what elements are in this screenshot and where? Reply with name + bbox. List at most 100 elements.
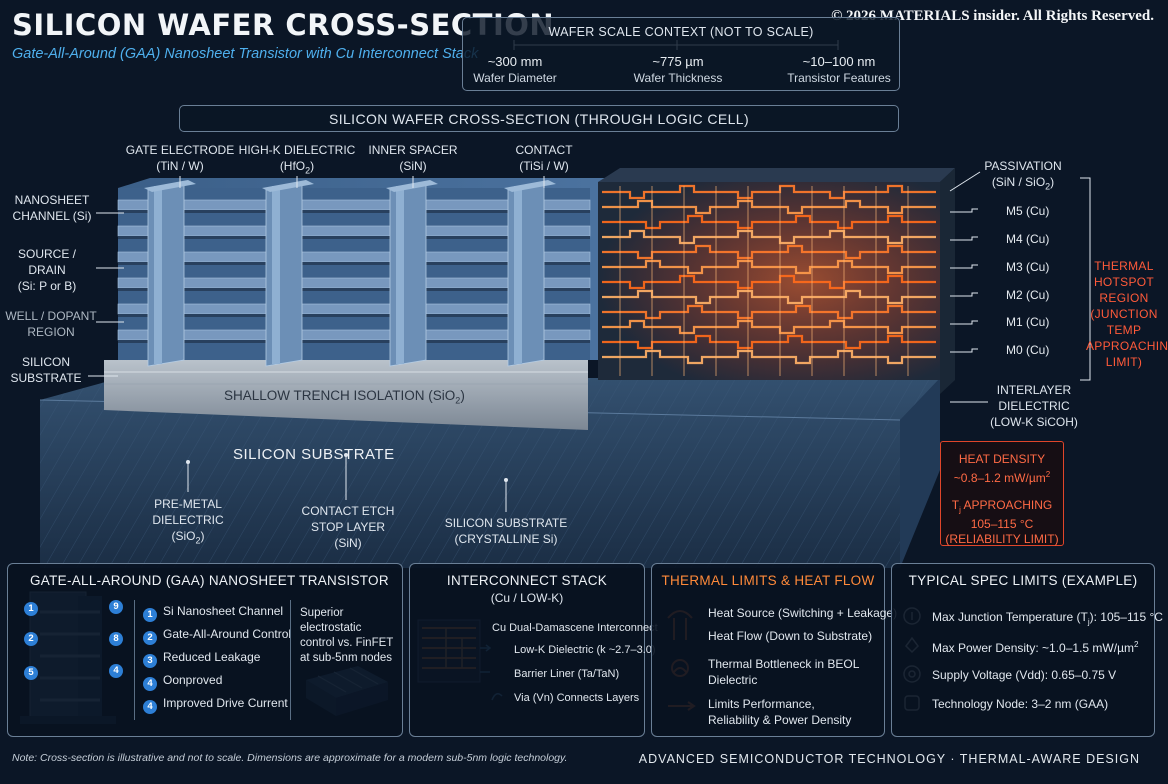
- label-crystalline-substrate: SILICON SUBSTRATE(CRYSTALLINE Si): [444, 516, 568, 546]
- spec-item: Technology Node: 3–2 nm (GAA): [932, 697, 1109, 711]
- panel-gaa: GATE-ALL-AROUND (GAA) NANOSHEET TRANSIST…: [7, 563, 403, 737]
- gate-cap: [386, 180, 438, 192]
- thermal-item: Dielectric: [708, 673, 758, 687]
- gate-highlight: [154, 186, 162, 364]
- cu-wire: [602, 199, 936, 215]
- cu-wire: [602, 304, 936, 320]
- thermal-item: Heat Flow (Down to Substrate): [708, 629, 873, 643]
- label-m5: M5 (Cu): [1006, 204, 1050, 218]
- scale-value-features: ~10–100 nm: [802, 54, 876, 69]
- interconnect-item: Cu Dual-Damascene Interconnect: [492, 622, 658, 634]
- gaa-marker: 1: [24, 602, 38, 616]
- gate-cap: [144, 180, 196, 192]
- copyright-notice: © 2026 MATERIALS insider. All Rights Res…: [831, 8, 1154, 24]
- cu-wire: [602, 244, 936, 260]
- panel-spec-title: TYPICAL SPEC LIMITS (EXAMPLE): [908, 573, 1138, 588]
- gate-highlight: [514, 186, 522, 364]
- cu-wire: [602, 259, 936, 275]
- nanosheet-shadow: [118, 288, 590, 291]
- label-m1: M1 (Cu): [1006, 315, 1050, 329]
- cu-wire: [602, 274, 936, 290]
- label-m4: M4 (Cu): [1006, 232, 1050, 246]
- footer-tagline: ADVANCED SEMICONDUCTOR TECHNOLOGY · THER…: [638, 752, 1140, 766]
- label-contact: CONTACT(TiSi / W): [515, 143, 573, 173]
- gaa-marker: 5: [24, 666, 38, 680]
- scale-label-diameter: Wafer Diameter: [473, 71, 557, 85]
- gaa-marker: 8: [109, 632, 123, 646]
- scale-label-thickness: Wafer Thickness: [633, 71, 723, 85]
- panel-interconnect-title: INTERCONNECT STACK: [446, 573, 608, 588]
- panel-interconnect: INTERCONNECT STACK (Cu / LOW-K) Cu Dual-…: [409, 563, 658, 737]
- interconnect-item: Barrier Liner (Ta/TaN): [514, 668, 620, 680]
- page-subtitle: Gate-All-Around (GAA) Nanosheet Transist…: [12, 46, 479, 62]
- section-banner: SILICON WAFER CROSS-SECTION (THROUGH LOG…: [179, 105, 899, 132]
- gate-highlight: [272, 186, 280, 364]
- panel-spec: TYPICAL SPEC LIMITS (EXAMPLE) Max Juncti…: [891, 563, 1163, 737]
- gate-cap: [504, 180, 556, 192]
- sti-layer: [104, 360, 588, 430]
- scale-title: WAFER SCALE CONTEXT (NOT TO SCALE): [548, 25, 814, 39]
- interconnect-item: Low-K Dielectric (k ~2.7–3.0): [514, 644, 656, 656]
- label-gate-electrode: GATE ELECTRODE(TiN / W): [125, 143, 235, 173]
- gaa-marker: 4: [109, 664, 123, 678]
- copper-interconnect-wires: [602, 184, 936, 376]
- substrate-label: SILICON SUBSTRATE: [233, 446, 395, 463]
- scale-label-features: Transistor Features: [787, 71, 891, 85]
- heat-density-box: HEAT DENSITY ~0.8–1.2 mW/µm2 Tj APPROACH…: [940, 441, 1064, 546]
- label-m2: M2 (Cu): [1006, 288, 1050, 302]
- cu-wire: [602, 334, 936, 350]
- label-inner-spacer: INNER SPACER(SiN): [368, 143, 458, 173]
- wafer-scale-box: WAFER SCALE CONTEXT (NOT TO SCALE) ~300 …: [462, 17, 900, 91]
- scale-value-diameter: ~300 mm: [487, 54, 543, 69]
- nanosheet-shadow: [118, 210, 590, 213]
- spec-item: Max Power Density: ~1.0–1.5 mW/µm2: [932, 640, 1139, 655]
- gate-pillar: [265, 181, 303, 367]
- cu-wire: [602, 229, 936, 245]
- gate-pillar: [147, 181, 185, 367]
- thermal-item: Reliability & Power Density: [708, 713, 852, 727]
- cu-wire: [602, 349, 936, 365]
- gaa-marker: 2: [24, 632, 38, 646]
- nanosheet-shadow: [118, 314, 590, 317]
- footer-note: Note: Cross-section is illustrative and …: [12, 752, 568, 764]
- cu-wire: [602, 289, 936, 305]
- panel-gaa-title: GATE-ALL-AROUND (GAA) NANOSHEET TRANSIST…: [30, 573, 389, 588]
- spec-item: Supply Voltage (Vdd): 0.65–0.75 V: [932, 668, 1117, 682]
- gate-cap: [262, 180, 314, 192]
- label-source-drain: SOURCE /DRAIN(Si: P or B): [17, 247, 77, 293]
- thermal-item: Thermal Bottleneck in BEOL: [708, 657, 860, 671]
- cu-wire: [602, 319, 936, 335]
- scale-value-thickness: ~775 µm: [652, 54, 704, 69]
- sti-label: SHALLOW TRENCH ISOLATION (SiO2): [224, 388, 465, 406]
- gate-pillar: [507, 181, 545, 367]
- gate-electrodes: [144, 180, 556, 367]
- panel-thermal: THERMAL LIMITS & HEAT FLOW Heat Source (…: [651, 563, 897, 737]
- cu-wire: [602, 184, 936, 200]
- panel-interconnect-subtitle: (Cu / LOW-K): [490, 591, 564, 605]
- nanosheet-shadow: [118, 340, 590, 343]
- label-high-k: HIGH-K DIELECTRIC(HfO2): [238, 143, 356, 176]
- label-m0: M0 (Cu): [1006, 343, 1050, 357]
- thermal-item: Limits Performance,: [708, 697, 815, 711]
- panel-thermal-title: THERMAL LIMITS & HEAT FLOW: [661, 573, 875, 588]
- nanosheet-shadow: [118, 262, 590, 265]
- label-passivation: PASSIVATION (SiN / SiO2): [984, 159, 1062, 192]
- interconnect-item: Via (Vn) Connects Layers: [514, 692, 640, 704]
- gaa-marker: 9: [109, 600, 123, 614]
- gate-pillar: [389, 181, 427, 367]
- spec-item: Max Junction Temperature (Tj): 105–115 °…: [932, 610, 1163, 627]
- label-m3: M3 (Cu): [1006, 260, 1050, 274]
